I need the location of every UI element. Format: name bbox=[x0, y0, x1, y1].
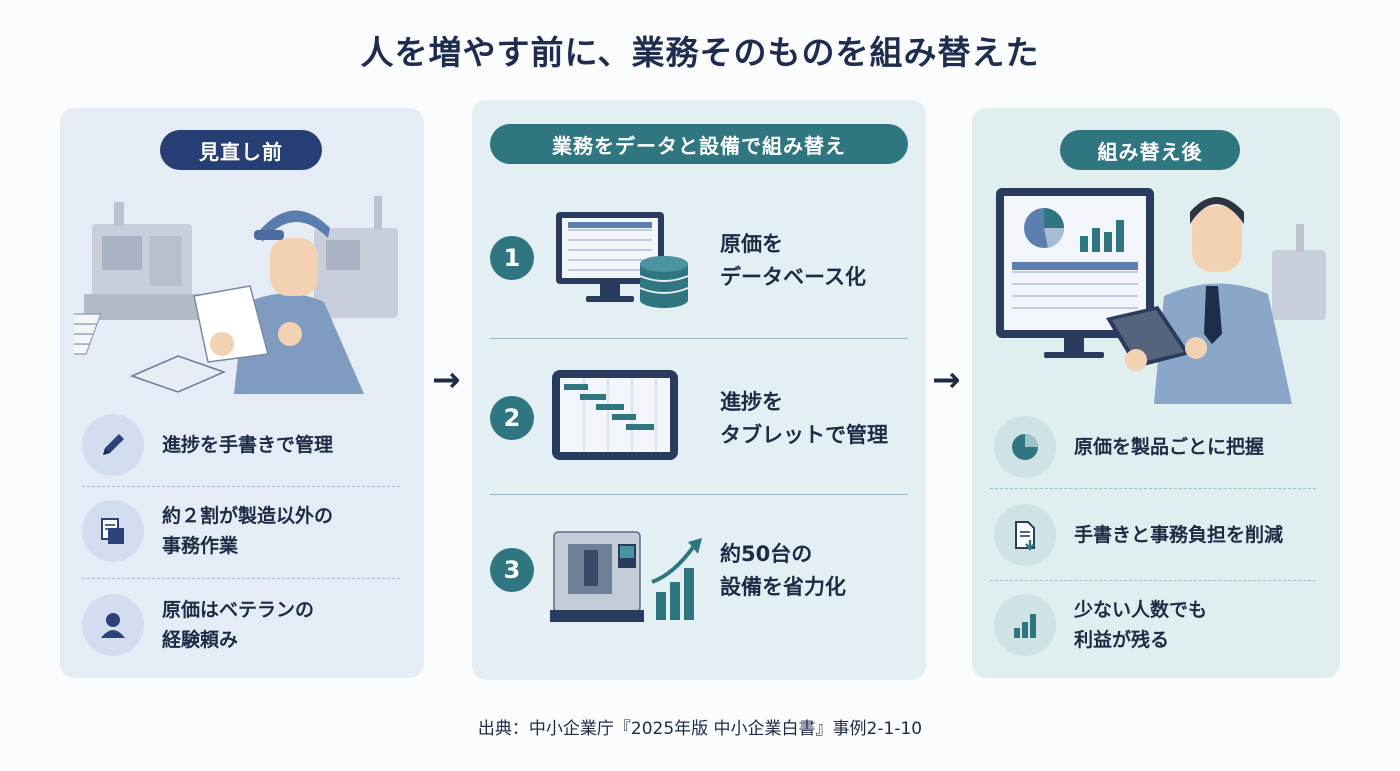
before-item-veteran: 原価はベテランの 経験頼み bbox=[82, 594, 402, 656]
step-text: 原価を データベース化 bbox=[720, 232, 866, 289]
worker-handwriting-illustration bbox=[74, 196, 398, 394]
after-item-cost-visibility: 原価を製品ごとに把握 bbox=[994, 416, 1314, 478]
before-item-text: 原価はベテランの 経験頼み bbox=[162, 599, 315, 651]
pie-chart-icon bbox=[994, 416, 1056, 478]
after-item-reduce-burden: 手書きと事務負担を削減 bbox=[994, 504, 1314, 566]
transformation-label: 業務をデータと設備で組み替え bbox=[490, 124, 908, 164]
step-text: 約50台の 設備を省力化 bbox=[720, 542, 846, 599]
before-panel: 見直し前 進捗を手書きで管理 bbox=[60, 108, 424, 678]
divider bbox=[990, 488, 1316, 489]
step-1: 1 原価を データベース化 bbox=[490, 198, 908, 318]
after-panel: 組み替え後 原価を製品ごとに把握 bbox=[972, 108, 1340, 678]
worker-dashboard-illustration bbox=[996, 188, 1326, 404]
after-item-text: 手書きと事務負担を削減 bbox=[1074, 524, 1284, 546]
before-item-text: 約２割が製造以外の 事務作業 bbox=[162, 505, 334, 557]
pencil-icon bbox=[82, 414, 144, 476]
after-item-text: 原価を製品ごとに把握 bbox=[1074, 436, 1265, 458]
document-down-icon bbox=[994, 504, 1056, 566]
tablet-gantt-icon bbox=[552, 370, 678, 460]
before-item-text: 進捗を手書きで管理 bbox=[162, 434, 334, 456]
arrow-icon: → bbox=[432, 360, 461, 400]
arrow-icon: → bbox=[932, 360, 961, 400]
before-item-admin-work: 約２割が製造以外の 事務作業 bbox=[82, 500, 402, 562]
divider bbox=[490, 494, 908, 495]
source-caption: 出典：中小企業庁『2025年版 中小企業白書』事例2-1-10 bbox=[477, 719, 923, 739]
divider bbox=[990, 580, 1316, 581]
monitor-database-icon bbox=[556, 212, 689, 308]
after-item-text: 少ない人数でも 利益が残る bbox=[1074, 599, 1208, 651]
step-text: 進捗を タブレットで管理 bbox=[720, 390, 888, 447]
person-icon bbox=[82, 594, 144, 656]
after-item-profit: 少ない人数でも 利益が残る bbox=[994, 594, 1314, 656]
machine-growth-icon bbox=[550, 531, 702, 622]
transformation-panel: 業務をデータと設備で組み替え 1 原価を データベース化 2 bbox=[472, 100, 926, 680]
before-label: 見直し前 bbox=[160, 130, 322, 170]
page-title: 人を増やす前に、業務そのものを組み替えた bbox=[360, 33, 1040, 72]
after-label: 組み替え後 bbox=[1060, 130, 1240, 170]
divider bbox=[82, 486, 400, 487]
documents-icon bbox=[82, 500, 144, 562]
divider bbox=[490, 338, 908, 339]
step-2: 2 進捗を タブレットで管理 bbox=[490, 358, 908, 478]
step-number: 3 bbox=[490, 548, 534, 592]
before-item-handwriting: 進捗を手書きで管理 bbox=[82, 414, 402, 476]
bar-chart-icon bbox=[994, 594, 1056, 656]
divider bbox=[82, 578, 400, 579]
step-number: 1 bbox=[490, 236, 534, 280]
step-3: 3 約50台の 設備を省力化 bbox=[490, 520, 908, 640]
step-number: 2 bbox=[490, 396, 534, 440]
